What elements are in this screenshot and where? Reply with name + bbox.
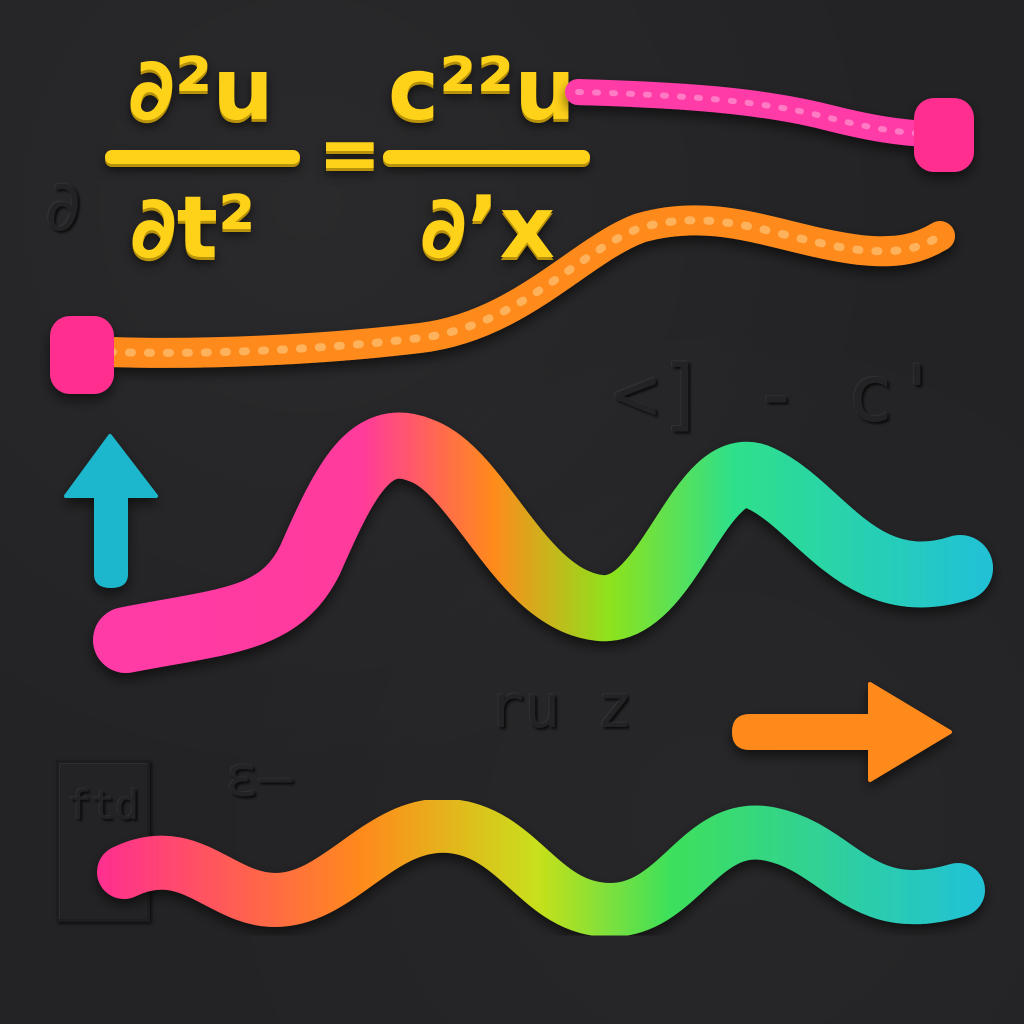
gradient-wave-large xyxy=(93,412,993,673)
bg-glyph-box: ftd xyxy=(56,760,151,922)
equation-lhs-fraction-bar xyxy=(105,150,300,164)
pink-rope xyxy=(565,79,974,172)
equation-rhs-numerator: c²²u xyxy=(388,40,576,140)
orange-rope xyxy=(50,205,955,394)
orange-rope-handle-left xyxy=(50,316,114,394)
bg-glyph-bracket: <] - c' xyxy=(612,350,941,440)
equation-equals: = xyxy=(318,108,382,197)
equation-lhs-numerator: ∂²u xyxy=(128,40,274,140)
pink-rope-handle-right xyxy=(914,98,974,172)
equation-rhs-denominator: ∂’x xyxy=(420,178,555,278)
bg-glyph-ruz: ru z xyxy=(488,672,633,742)
bg-glyph-dash: ε— xyxy=(225,745,293,810)
arrow-right-icon xyxy=(732,682,952,782)
equation-rhs-fraction-bar xyxy=(383,150,590,164)
gradient-wave-small xyxy=(97,798,985,938)
bg-glyph-partial: ∂ xyxy=(42,165,85,247)
equation-lhs-denominator: ∂t² xyxy=(130,178,256,278)
arrow-up-icon xyxy=(64,434,158,588)
